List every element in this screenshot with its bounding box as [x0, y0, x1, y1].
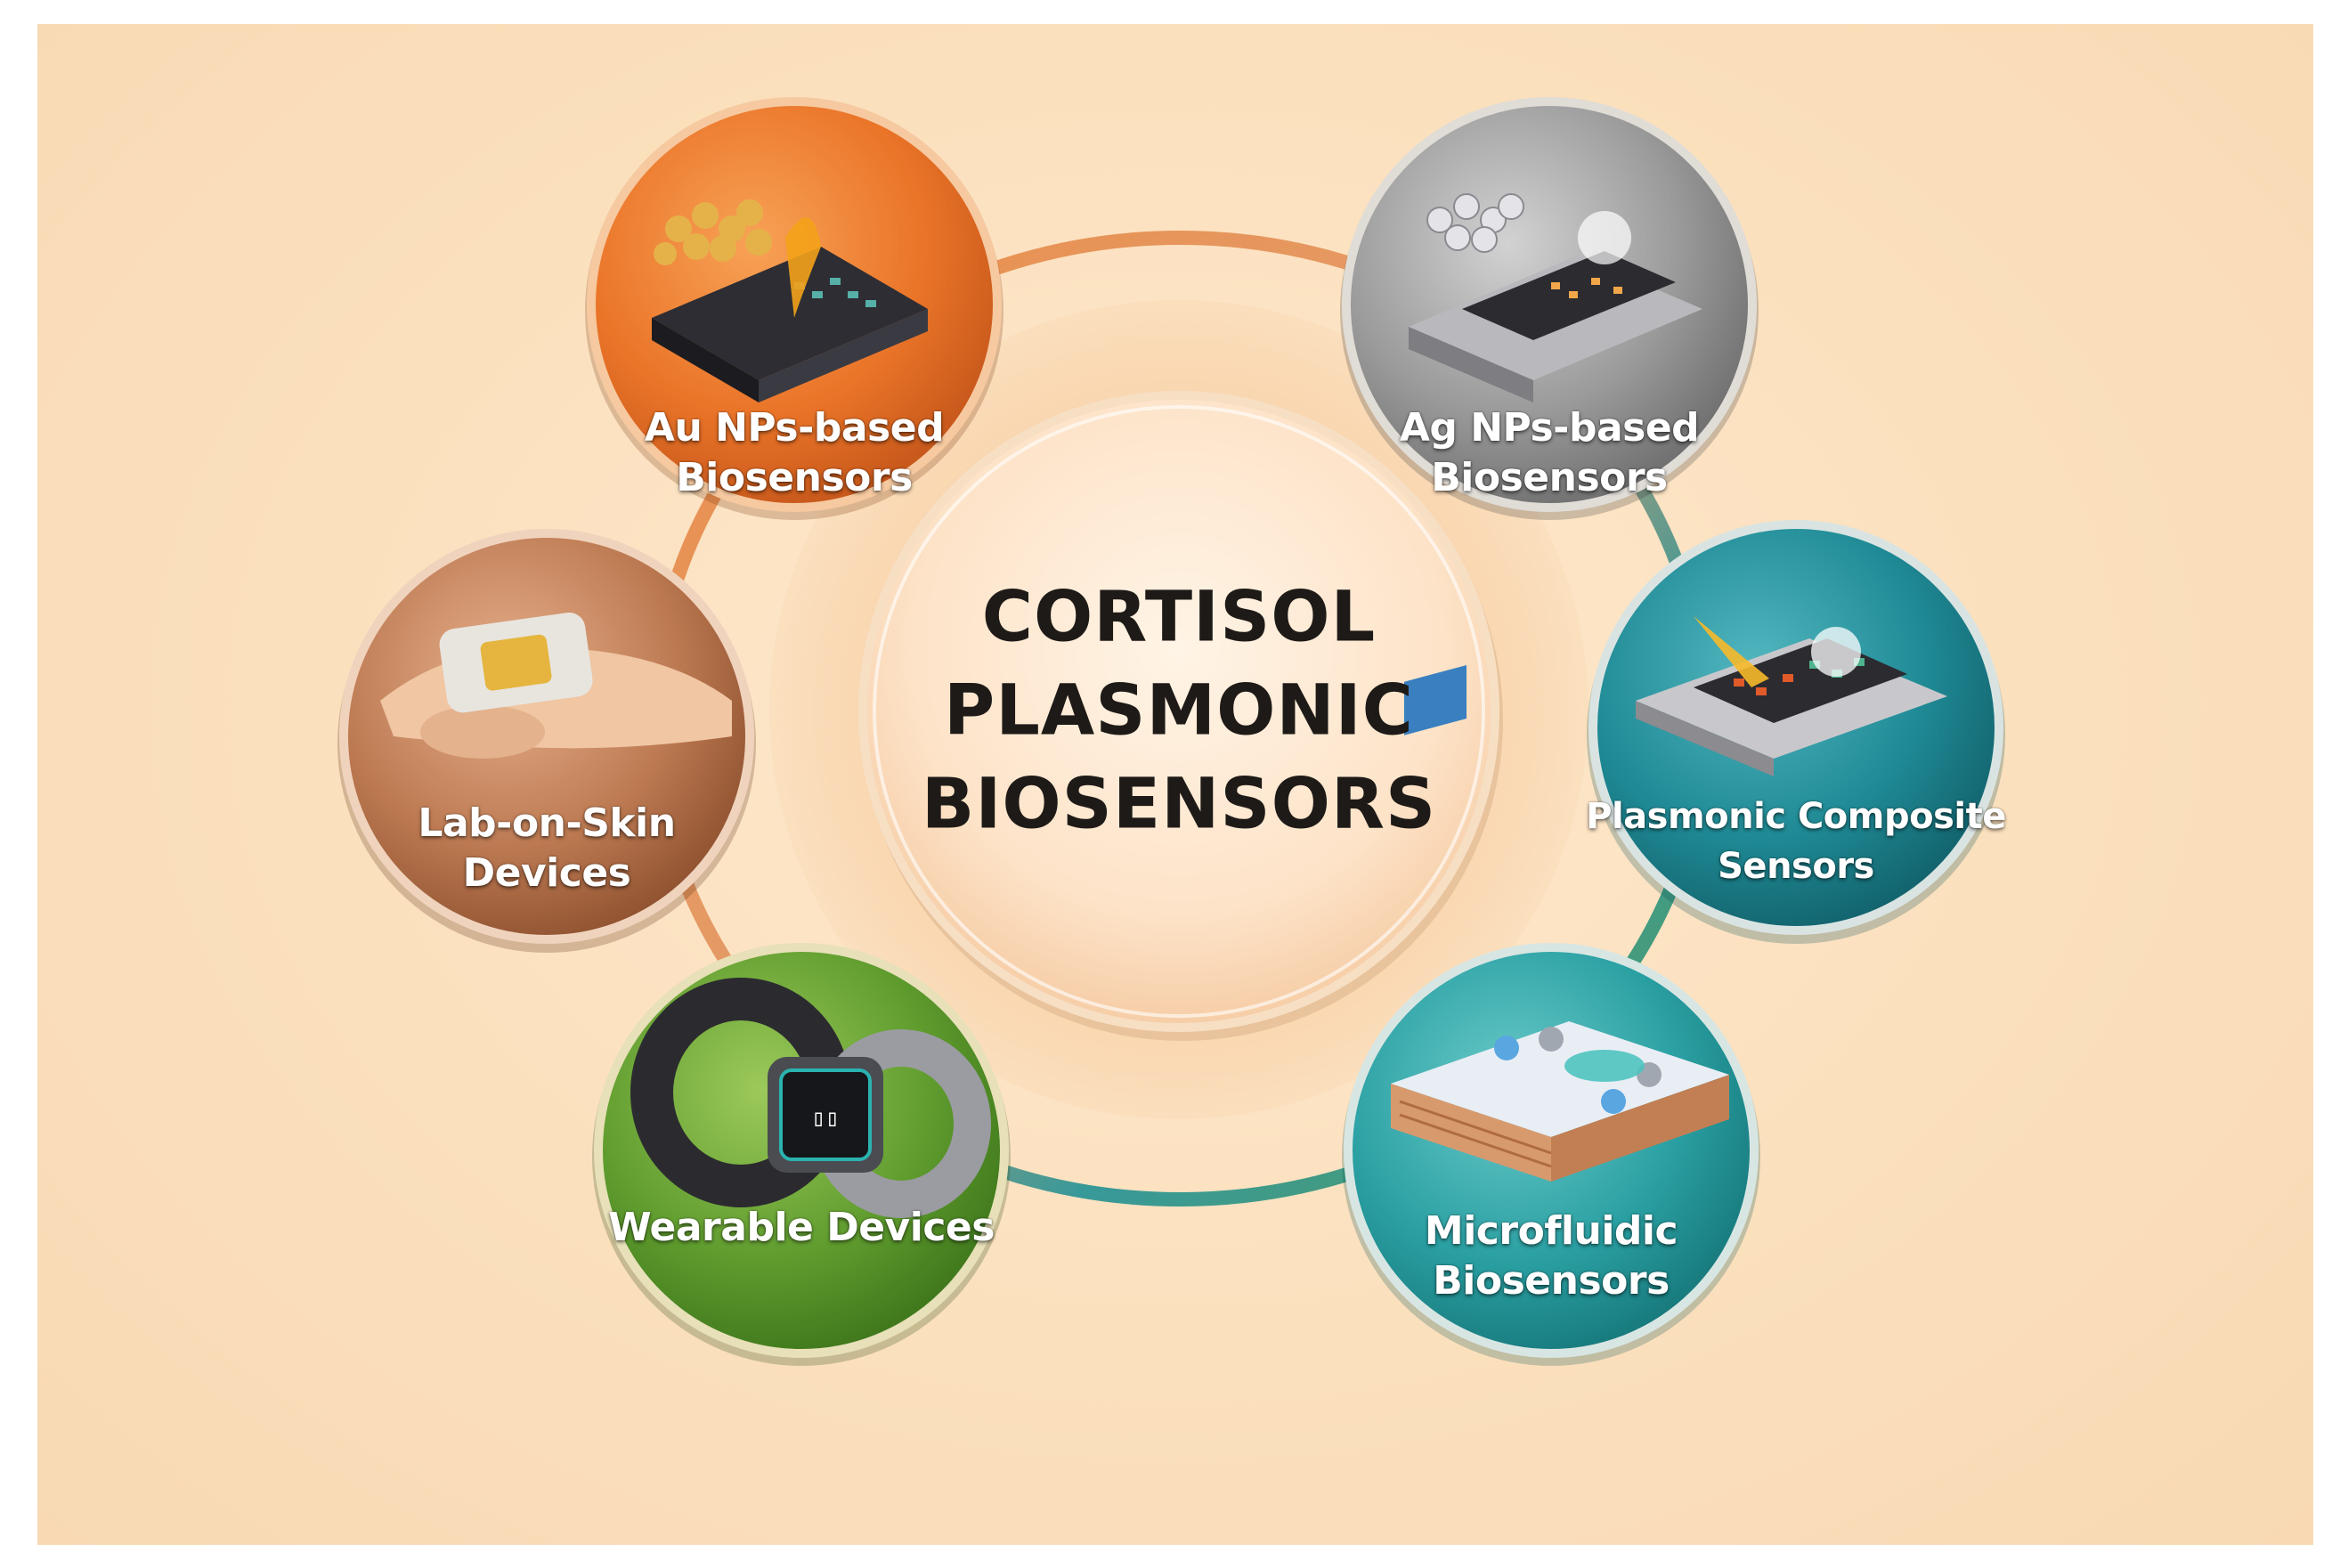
node-composite-label-line-1: Plasmonic Composite [1586, 796, 2006, 837]
node-wearable-label-line-1: Wearable Devices [608, 1205, 995, 1250]
svg-text:▯▯: ▯▯ [811, 1105, 839, 1132]
center-title-line-2: PLASMONIC [944, 670, 1414, 752]
node-skin [337, 529, 756, 953]
node-composite [1587, 520, 2005, 944]
node-composite-label-line-2: Sensors [1718, 846, 1874, 887]
node-microfluidic-label-line-2: Biosensors [1433, 1258, 1670, 1304]
node-au-label-line-2: Biosensors [676, 455, 913, 500]
node-ag-label: Ag NPs-based Biosensors [1399, 403, 1700, 503]
node-microfluidic [1342, 664, 1760, 1366]
center-title-line-3: BIOSENSORS [921, 764, 1437, 845]
node-wearable: ▯▯ [592, 943, 1011, 1366]
silver-nanoparticle-chip-icon [1409, 193, 1702, 402]
node-au-label-line-1: Au NPs-based [644, 405, 945, 451]
node-microfluidic-label: Microfluidic Biosensors [1425, 1206, 1678, 1306]
center-title-line-1: CORTISOL [981, 577, 1377, 658]
gold-nanoparticle-chip-icon [652, 199, 928, 402]
node-skin-label-line-2: Devices [462, 850, 631, 896]
node-ag [1340, 97, 1759, 520]
node-microfluidic-label-line-1: Microfluidic [1424, 1208, 1678, 1254]
node-skin-label: Lab-on-Skin Devices [418, 799, 676, 898]
diagram-art: ▯▯ [337, 97, 2005, 1366]
center-title: CORTISOL PLASMONIC BIOSENSORS [922, 572, 1436, 852]
node-au [585, 97, 1003, 520]
node-ag-label-line-2: Biosensors [1431, 455, 1668, 500]
node-skin-label-line-1: Lab-on-Skin [418, 800, 676, 846]
node-wearable-label: Wearable Devices [608, 1203, 995, 1253]
center-circle [858, 391, 1499, 1032]
node-au-label: Au NPs-based Biosensors [644, 403, 945, 503]
microfluidic-chip-icon [1391, 664, 1729, 1182]
node-ag-label-line-1: Ag NPs-based [1399, 405, 1700, 451]
diagram-canvas: ▯▯ CORTISOL PLASMONIC BIOSENSORS Au NPs-… [37, 24, 2313, 1545]
smartwatch-icon: ▯▯ [630, 978, 991, 1218]
node-composite-label: Plasmonic Composite Sensors [1586, 792, 2006, 891]
skin-patch-icon [380, 612, 732, 759]
composite-sensor-chip-icon [1636, 616, 1947, 776]
